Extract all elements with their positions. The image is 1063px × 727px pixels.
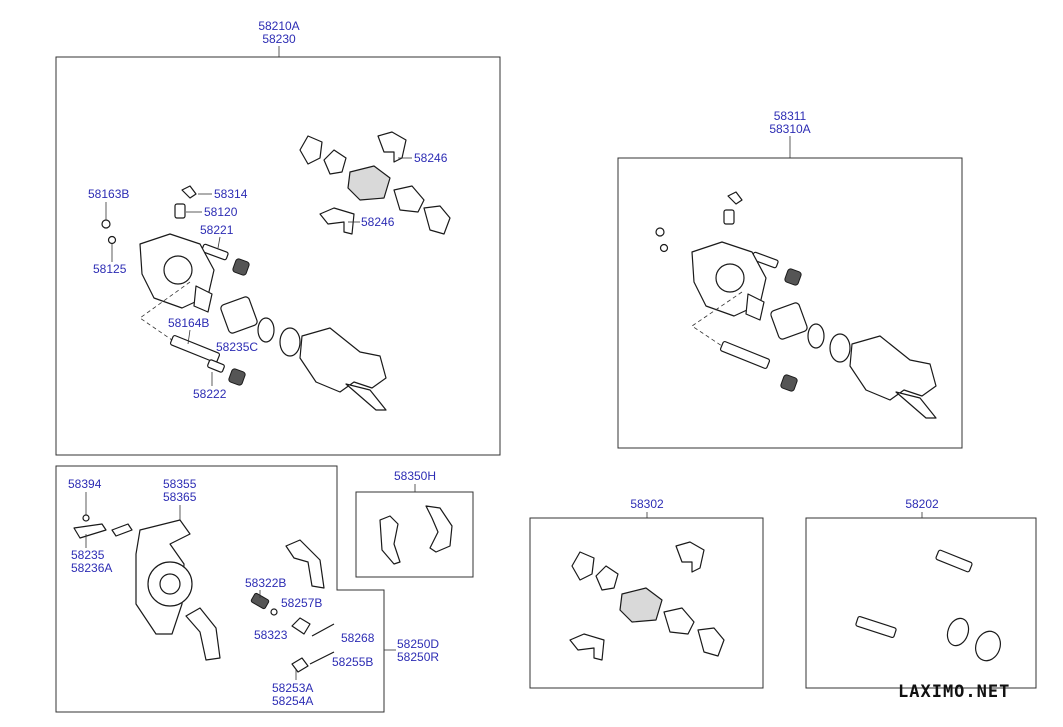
group-pad-kit[interactable]: 58302 — [529, 497, 764, 689]
group-frame — [617, 157, 963, 449]
group-frame — [805, 517, 1037, 689]
part-label[interactable]: 58120 — [204, 205, 238, 219]
brake-pads-illustration — [299, 131, 451, 235]
part-label[interactable]: 58246 — [361, 215, 395, 229]
group-label[interactable]: 58202 — [905, 497, 939, 511]
pad-kit-illustration — [569, 541, 725, 661]
watermark: LAXIMO.NET — [898, 682, 1010, 702]
parking-brake-illustration — [73, 514, 335, 673]
part-label[interactable]: 58394 — [68, 477, 102, 491]
part-label[interactable]: 58246 — [414, 151, 448, 165]
part-label[interactable]: 58254A — [272, 694, 313, 708]
group-frame — [55, 465, 385, 713]
part-label[interactable]: 58164B — [168, 316, 209, 330]
group-caliper-assembly[interactable]: 58210A 58230 58246 58246 58314 — [55, 19, 501, 456]
group-caliper-kit[interactable]: 58311 58310A — [617, 109, 963, 449]
part-label[interactable]: 58222 — [193, 387, 227, 401]
part-label[interactable]: 58253A — [272, 681, 313, 695]
part-label[interactable]: 58163B — [88, 187, 129, 201]
group-label[interactable]: 58250R — [397, 650, 439, 664]
bolt-kit-illustration — [855, 549, 1001, 662]
group-frame — [55, 56, 501, 456]
part-label[interactable]: 58322B — [245, 576, 286, 590]
part-label[interactable]: 58365 — [163, 490, 197, 504]
part-label[interactable]: 58125 — [93, 262, 127, 276]
part-label[interactable]: 58268 — [341, 631, 375, 645]
group-frame — [529, 517, 764, 689]
bleeder-bits-illustration — [101, 185, 250, 276]
caliper-bracket-illustration — [299, 327, 387, 411]
caliper-body-illustration — [139, 233, 215, 313]
caliper-kit-illustration — [655, 191, 937, 419]
group-label[interactable]: 58250D — [397, 637, 439, 651]
part-label[interactable]: 58221 — [200, 223, 234, 237]
piston-seals-illustration — [220, 296, 301, 357]
shoes-illustration — [379, 505, 453, 565]
group-label[interactable]: 58210A — [258, 19, 299, 33]
guide-bolts-illustration — [169, 335, 246, 386]
group-frame — [355, 491, 474, 578]
group-label[interactable]: 58350H — [394, 469, 436, 483]
group-label[interactable]: 58230 — [262, 32, 296, 46]
part-label[interactable]: 58323 — [254, 628, 288, 642]
group-label[interactable]: 58302 — [630, 497, 664, 511]
group-parking-brake[interactable]: 58250D 58250R 58394 58355 58365 58235 58… — [55, 465, 439, 713]
part-label[interactable]: 58355 — [163, 477, 197, 491]
part-label[interactable]: 58235C — [216, 340, 258, 354]
part-label[interactable]: 58257B — [281, 596, 322, 610]
group-label[interactable]: 58310A — [769, 122, 810, 136]
part-label[interactable]: 58255B — [332, 655, 373, 669]
group-shoe-set[interactable]: 58350H — [355, 469, 474, 578]
part-label[interactable]: 58314 — [214, 187, 248, 201]
part-label[interactable]: 58235 — [71, 548, 105, 562]
group-label[interactable]: 58311 — [774, 109, 807, 123]
part-label[interactable]: 58236A — [71, 561, 112, 575]
group-bolt-kit[interactable]: 58202 — [805, 497, 1037, 689]
